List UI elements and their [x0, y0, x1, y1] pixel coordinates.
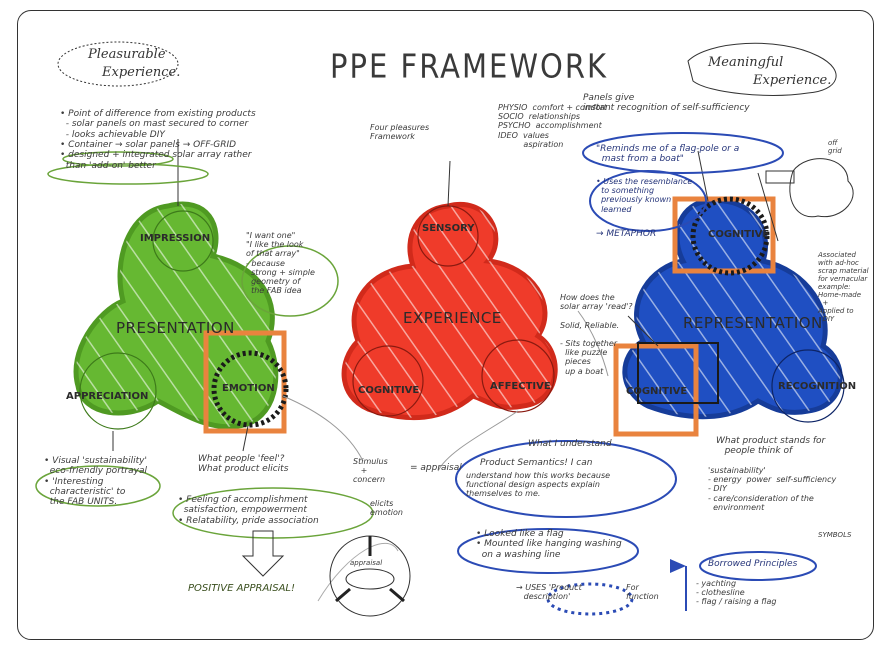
note-red-top-right: Panels give instant recognition of self-… — [583, 93, 750, 114]
red-right-label: AFFECTIVE — [490, 381, 551, 392]
note-blue-bottom-head: What product stands for people think of — [716, 436, 826, 457]
blue-center-label: REPRESENTATION — [683, 314, 823, 332]
note-stimulus: Stimulus + concern — [353, 457, 388, 485]
note-green-bottom-left: • Visual 'sustainability' eco-friendly p… — [44, 456, 147, 508]
note-metaphor: → METAPHOR — [596, 229, 657, 239]
note-uses-description: → USES 'Product description' — [516, 583, 582, 602]
green-center-label: PRESENTATION — [116, 319, 235, 337]
blue-cluster-shape — [613, 150, 845, 437]
washing-line-sketch — [757, 158, 854, 242]
note-blue-bubble-1: "Reminds me of a flag-pole or a mast fro… — [596, 144, 740, 165]
blue-right-label: RECOGNITION — [778, 381, 857, 392]
note-blue-right: Associated with ad-hoc scrap material fo… — [818, 251, 869, 324]
sketch-sheet: PPE FRAMEWORK Pleasurable Experience. Me… — [17, 10, 874, 640]
note-flag: • Looked like a flag • Mounted like hang… — [476, 529, 622, 560]
note-top-left: • Point of difference from existing prod… — [60, 109, 256, 171]
header-left-line1: Pleasurable — [88, 47, 166, 62]
header-left-line2: Experience. — [102, 65, 181, 80]
note-red-top-list: PHYSIO comfort + comfort SOCIO relations… — [498, 103, 607, 149]
note-green-bottom-list: • Feeling of accomplishment satisfaction… — [178, 495, 319, 526]
note-elicits: elicits emotion — [370, 499, 403, 518]
note-red-bottom-right: How does the solar array 'read'? Solid, … — [560, 293, 633, 376]
header-right-line2: Experience. — [753, 73, 832, 88]
note-what-understand: What I understand — [528, 439, 612, 449]
green-right-label: EMOTION — [222, 383, 275, 394]
blue-top-label: COGNITIVE — [708, 229, 770, 240]
note-function: For function — [626, 583, 659, 602]
note-borrowed-principles: Borrowed Principles — [708, 559, 798, 569]
blue-left-label: COGNITIVE — [626, 386, 688, 397]
note-blue-bubble-2: • Uses the resemblance to something prev… — [596, 177, 693, 214]
green-cluster-shape — [73, 139, 289, 452]
red-cluster-shape — [341, 160, 558, 421]
page-title: PPE FRAMEWORK — [330, 46, 609, 86]
red-center-label: EXPERIENCE — [403, 309, 502, 327]
note-green-bottom-mid: What people 'feel'? What product elicits — [198, 454, 289, 475]
note-positive-appraisal: POSITIVE APPRAISAL! — [188, 583, 296, 594]
note-borrowed-list: - yachting - clothesline - flag / raisin… — [696, 579, 777, 607]
red-top-label: SENSORY — [422, 223, 475, 234]
red-left-label: COGNITIVE — [358, 385, 420, 396]
note-equals-appraisal: = appraisal — [410, 463, 462, 473]
note-green-right: "I want one" "I like the look of that ar… — [246, 231, 315, 296]
note-semantics-detail: understand how this works because functi… — [466, 471, 611, 499]
note-blue-bottom-list: 'sustainability' - energy power self-suf… — [708, 466, 837, 512]
note-red-top-left: Four pleasures Framework — [370, 123, 430, 142]
green-top-label: IMPRESSION — [140, 233, 211, 244]
header-right-line1: Meaningful — [708, 55, 784, 70]
note-symbols: SYMBOLS — [818, 531, 852, 539]
note-off-grid: off grid — [828, 139, 842, 156]
appraisal-diagram — [329, 535, 411, 617]
green-left-label: APPRECIATION — [66, 391, 149, 402]
note-product-semantics: Product Semantics! I can — [480, 458, 593, 468]
note-appraisal: appraisal — [350, 559, 383, 567]
sketch-artwork — [35, 41, 854, 617]
